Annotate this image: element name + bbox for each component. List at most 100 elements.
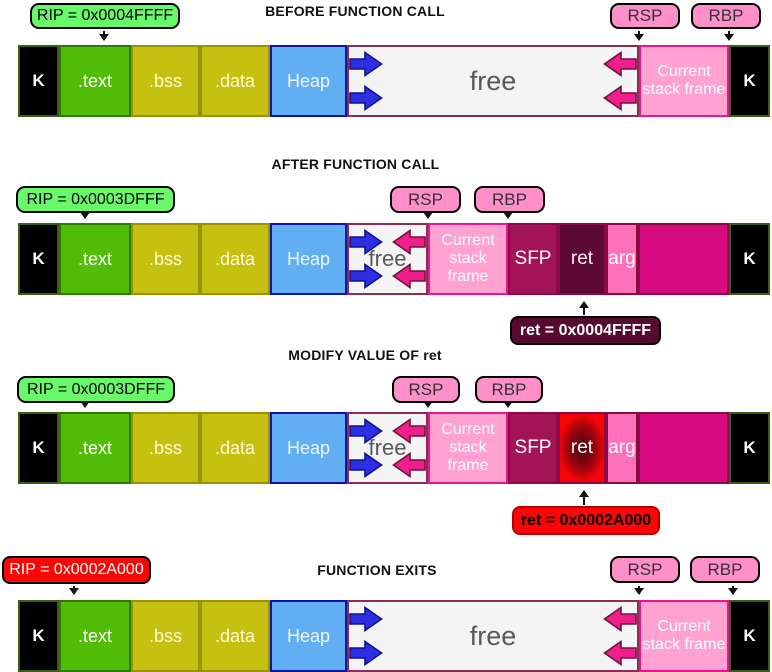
stack-growth-arrows — [603, 51, 637, 111]
segment-free: free — [347, 412, 428, 484]
segment-ret: ret — [558, 223, 606, 295]
rsp-register-label: RSP — [610, 3, 680, 29]
segment-text: .text — [59, 412, 131, 484]
segment-bss: .bss — [131, 45, 200, 117]
heap-growth-arrow-icon — [349, 263, 383, 289]
segment-data: .data — [200, 600, 270, 672]
segment-label: Current stack frame — [642, 618, 726, 653]
segment-label: Heap — [286, 437, 331, 458]
segment-label: ret — [570, 248, 594, 270]
segment-label: .text — [77, 437, 112, 458]
segment-text: .text — [59, 223, 131, 295]
segment-label: K — [743, 71, 756, 91]
rip-value-label: RIP = 0x0003DFFF — [17, 376, 175, 403]
segment-kernel: K — [18, 223, 59, 295]
segment-text: .text — [59, 45, 131, 117]
heap-growth-arrows — [349, 418, 383, 478]
segment-ret: ret — [558, 412, 606, 484]
segment-label: free — [469, 65, 517, 96]
segment-label: free — [469, 620, 517, 651]
section-title-after-call: AFTER FUNCTION CALL — [271, 156, 440, 172]
rip-pointer-arrow-icon — [80, 212, 90, 219]
stack-growth-arrow-icon — [392, 452, 426, 478]
segment-arg: arg — [606, 412, 638, 484]
heap-growth-arrow-icon — [349, 606, 383, 632]
segment-label: .data — [214, 70, 256, 91]
rip-value-label: RIP = 0x0004FFFF — [30, 3, 180, 29]
ret-value-label: ret = 0x0002A000 — [512, 506, 660, 535]
heap-growth-arrows — [349, 229, 383, 289]
rsp-register-label: RSP — [390, 186, 461, 213]
segment-label: .data — [214, 437, 256, 458]
rsp-register-label: RSP — [610, 556, 680, 583]
segment-label: .data — [214, 248, 256, 269]
segment-heap: Heap — [270, 412, 347, 484]
segment-label: ret — [570, 437, 594, 459]
rip-pointer-arrow-icon — [80, 401, 90, 408]
segment-heap: Heap — [270, 600, 347, 672]
segment-kernel: K — [18, 600, 59, 672]
segment-label: .bss — [148, 625, 182, 646]
heap-growth-arrow-icon — [349, 452, 383, 478]
heap-growth-arrow-icon — [349, 640, 383, 666]
segment-label: .data — [214, 625, 256, 646]
segment-label: .text — [77, 625, 112, 646]
stack-growth-arrow-icon — [392, 418, 426, 444]
section-title-function-exits: FUNCTION EXITS — [317, 562, 437, 578]
segment-free: free — [347, 45, 639, 117]
segment-label: free — [368, 434, 407, 460]
segment-label: free — [368, 245, 407, 271]
heap-growth-arrow-icon — [349, 229, 383, 255]
segment-data: .data — [200, 45, 270, 117]
rsp-pointer-arrow-icon — [634, 31, 644, 41]
segment-label: K — [743, 438, 756, 458]
segment-heap: Heap — [270, 223, 347, 295]
rbp-pointer-arrow-icon — [503, 401, 513, 408]
segment-data: .data — [200, 412, 270, 484]
rbp-pointer-arrow-icon — [724, 31, 734, 41]
rip-value-label: RIP = 0x0002A000 — [2, 556, 151, 584]
segment-label: .bss — [148, 437, 182, 458]
segment-free: free — [347, 600, 639, 672]
segment-sfp: SFP — [508, 223, 558, 295]
segment-kernel: K — [18, 412, 59, 484]
rbp-register-label: RBP — [474, 186, 545, 213]
segment-label: K — [32, 438, 45, 458]
rsp-pointer-arrow-icon — [634, 586, 644, 595]
segment-sfp: SFP — [508, 412, 558, 484]
segment-bss: .bss — [131, 223, 200, 295]
segment-label: .bss — [148, 70, 182, 91]
segment-label: K — [32, 71, 45, 91]
segment-label: arg — [608, 437, 636, 459]
stack-growth-arrow-icon — [603, 606, 637, 632]
memory-bar-modify-ret: K .text .bss .data Heap free Current stack fra… — [18, 412, 770, 484]
segment-csf: Current stack frame — [428, 223, 508, 295]
segment-csf: Current stack frame — [639, 45, 729, 117]
stack-growth-arrow-icon — [392, 229, 426, 255]
rbp-pointer-arrow-icon — [503, 212, 513, 219]
stack-growth-arrows — [603, 606, 637, 666]
stack-growth-arrow-icon — [603, 85, 637, 111]
segment-label: Current stack frame — [441, 421, 495, 474]
segment-text: .text — [59, 600, 131, 672]
segment-region — [638, 223, 729, 295]
rsp-pointer-arrow-icon — [423, 401, 433, 408]
heap-growth-arrow-icon — [349, 51, 383, 77]
heap-growth-arrows — [349, 606, 383, 666]
segment-label: Current stack frame — [642, 63, 726, 98]
segment-label: K — [743, 249, 756, 269]
stack-growth-arrows — [392, 418, 426, 478]
rbp-register-label: RBP — [691, 3, 761, 29]
segment-bss: .bss — [131, 412, 200, 484]
segment-kernel: K — [18, 45, 59, 117]
stack-growth-arrow-icon — [392, 263, 426, 289]
segment-kernel: K — [729, 600, 770, 672]
segment-bss: .bss — [131, 600, 200, 672]
segment-free: free — [347, 223, 428, 295]
rip-pointer-arrow-icon — [99, 31, 109, 41]
segment-region — [638, 412, 729, 484]
segment-csf: Current stack frame — [639, 600, 729, 672]
rbp-register-label: RBP — [475, 376, 543, 403]
